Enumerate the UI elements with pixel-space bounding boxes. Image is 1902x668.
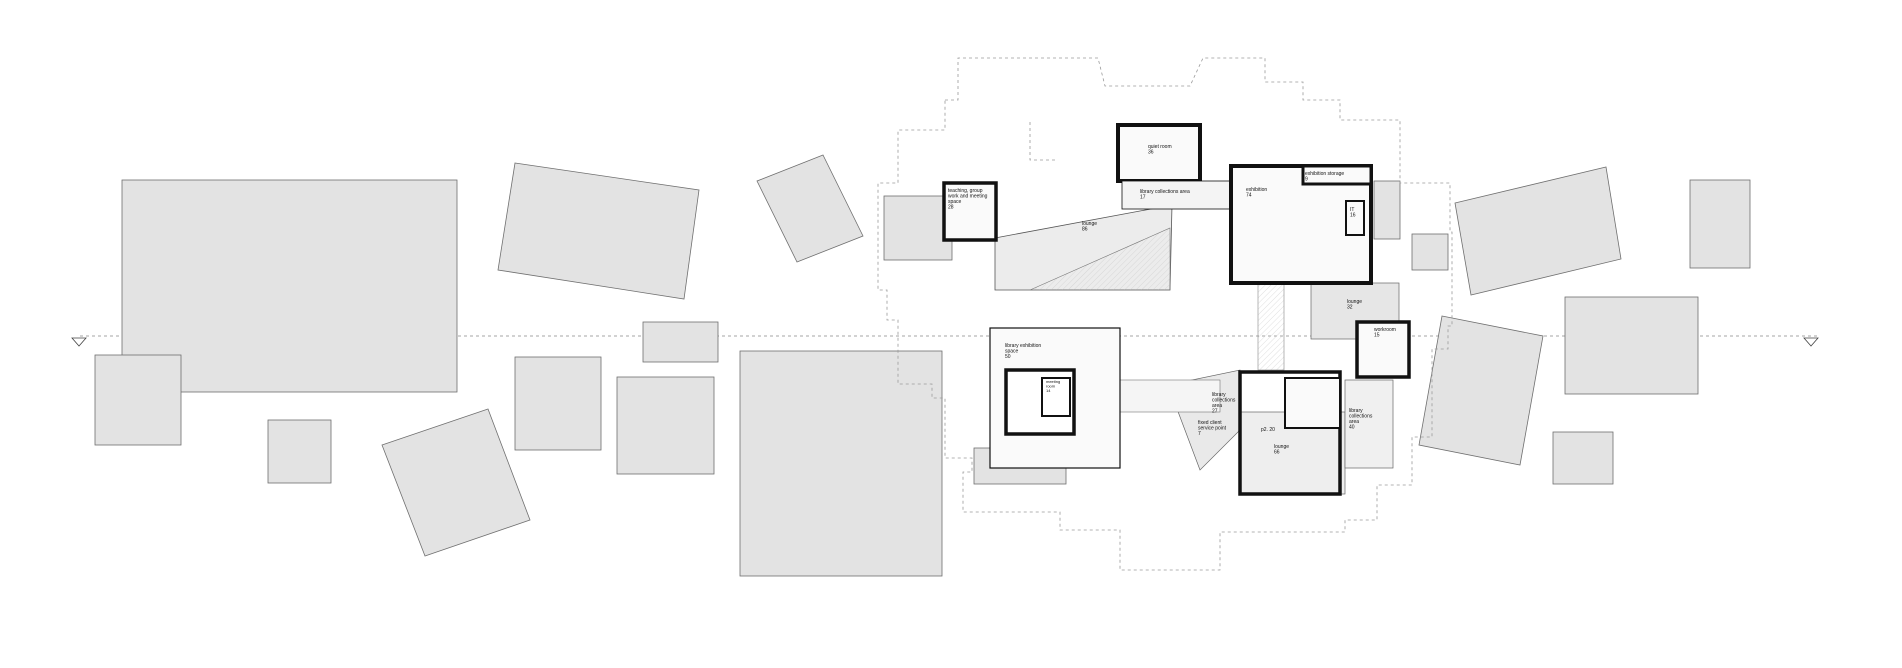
label-p2: p2. 20 <box>1261 427 1275 433</box>
building-block <box>1552 431 1614 485</box>
building-block <box>497 162 700 300</box>
building-block <box>514 356 602 451</box>
lounge-66-walls <box>1238 370 1342 496</box>
quiet-room-walls <box>1116 123 1202 183</box>
floor-areas <box>994 204 1400 495</box>
bridge-corridor <box>1119 379 1221 413</box>
building-block <box>267 419 332 484</box>
section-marker-right-icon <box>1803 337 1819 347</box>
meeting-room-walls <box>1041 377 1071 417</box>
building-block <box>1454 166 1622 296</box>
building-block <box>616 376 715 475</box>
building-block <box>756 154 864 263</box>
collections-40-floor <box>1344 379 1394 469</box>
it-room-walls <box>1345 200 1365 236</box>
building-block <box>883 195 953 261</box>
exhibition-storage-walls <box>1301 164 1373 186</box>
building-block <box>1411 233 1449 271</box>
wc-core-walls <box>1284 377 1341 429</box>
building-block <box>94 354 182 446</box>
building-block <box>381 408 531 557</box>
stair-hatch-floor <box>1029 227 1171 291</box>
building-walls <box>942 123 1411 496</box>
dashed-outline <box>877 57 1453 571</box>
building-block <box>1564 296 1699 395</box>
building-block <box>1689 179 1751 269</box>
building-block <box>739 350 943 577</box>
collections-17-walls <box>1121 180 1241 210</box>
surrounding-buildings <box>94 154 1751 577</box>
workroom-walls <box>1355 320 1411 379</box>
building-block <box>642 321 719 363</box>
teaching-room-walls <box>942 181 998 242</box>
building-block <box>1418 315 1544 466</box>
section-marker-left-icon <box>71 337 87 347</box>
building-block <box>1373 180 1401 240</box>
